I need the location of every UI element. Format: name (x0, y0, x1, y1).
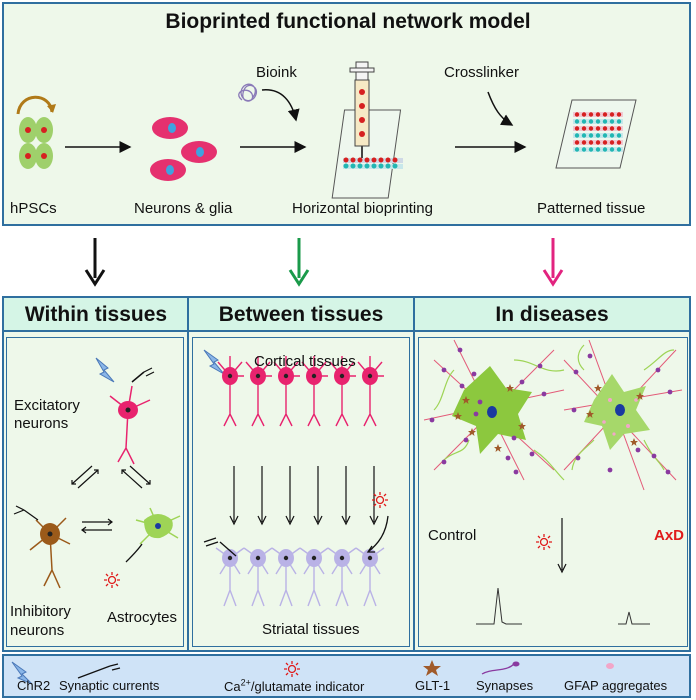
bioink-icon (238, 83, 258, 102)
chr2-lightning-icon (203, 349, 225, 375)
legend-gfap-aggregates: GFAP aggregates (564, 678, 668, 693)
striatal-neuron (243, 547, 273, 607)
gfap-aggregate-icon (606, 663, 614, 669)
label-crosslinker: Crosslinker (444, 64, 520, 81)
label-excitatory-neurons: Excitatory neurons (14, 397, 80, 432)
panel-divider (187, 298, 189, 650)
branch-arrows (84, 238, 564, 287)
cortical-neuron (329, 356, 356, 427)
legend-bar (2, 654, 691, 698)
step-label-hpscs: hPSCs (10, 200, 57, 217)
label-control: Control (428, 527, 477, 544)
legend-glt1: GLT-1 (415, 678, 451, 693)
label-bioink: Bioink (256, 64, 297, 81)
within-tissues-illustration (13, 357, 181, 589)
striatal-neuron (271, 547, 301, 607)
hpsc-icon (16, 95, 56, 169)
cortical-neurons (217, 356, 384, 427)
label-astrocytes: Astrocytes (107, 609, 178, 626)
step-label-bioprinting: Horizontal bioprinting (292, 200, 433, 217)
indicator-sun-icon (284, 661, 300, 677)
label-cortical-tissues: Cortical tissues (254, 353, 356, 370)
label-axd: AxD (654, 527, 685, 544)
top-illustration (16, 61, 637, 199)
chr2-lightning-icon (11, 661, 33, 685)
diseases-inner-panel (418, 337, 688, 647)
panel-header-within: Within tissues (24, 303, 168, 326)
step-label-neurons-glia: Neurons & glia (134, 200, 233, 217)
step-label-patterned-tissue: Patterned tissue (537, 200, 646, 217)
patterned-tissue-icon (555, 99, 637, 169)
cortical-neuron (217, 356, 244, 427)
legend-indicator: Ca2+/glutamate indicator (224, 678, 364, 694)
legend-icons (11, 660, 614, 685)
indicator-sun-icon (104, 572, 120, 588)
within-inner-panel (6, 337, 184, 647)
patch-pipette-icon (131, 367, 155, 383)
bioprinter-icon (331, 61, 403, 199)
striatal-neuron (299, 547, 329, 607)
figure-title: Bioprinted functional network model (165, 10, 531, 33)
synapse-icon (481, 661, 520, 675)
excitatory-neuron (109, 385, 151, 465)
axd-calcium-trace (618, 611, 650, 625)
glt1-star-icon (423, 660, 441, 676)
striatal-neuron (215, 547, 245, 607)
cortical-neuron (245, 356, 272, 427)
panel-header-between: Between tissues (218, 303, 384, 326)
cortical-neuron (357, 356, 384, 427)
panel-header-band (4, 298, 689, 332)
patch-pipette-icon (77, 663, 121, 679)
legend-indicator-ca: Ca2+/glutamate indicator (224, 678, 365, 695)
striatal-neuron (327, 547, 357, 607)
label-inhibitory-neurons: Inhibitory neurons (10, 603, 71, 639)
indicator-sun-icon (372, 492, 388, 508)
diseases-illustration (423, 339, 683, 625)
control-calcium-trace (476, 587, 522, 625)
legend-synaptic-currents: Synaptic currents (59, 678, 160, 693)
legend-synapses: Synapses (476, 678, 534, 693)
between-tissues-illustration (203, 349, 389, 607)
legend-chr2: ChR2 (17, 678, 51, 693)
label-striatal-tissues: Striatal tissues (262, 621, 360, 638)
striatal-neurons (215, 547, 385, 607)
chr2-lightning-icon (95, 357, 115, 383)
neurons-glia-icon (150, 117, 217, 181)
panel-divider (413, 298, 415, 650)
indicator-sun-icon (536, 534, 552, 550)
between-inner-panel (192, 337, 410, 647)
panel-header-diseases: In diseases (495, 303, 609, 326)
striatal-neuron (355, 547, 385, 607)
cortical-neuron (273, 356, 300, 427)
cortical-neuron (301, 356, 328, 427)
patch-pipette-icon (203, 537, 237, 557)
